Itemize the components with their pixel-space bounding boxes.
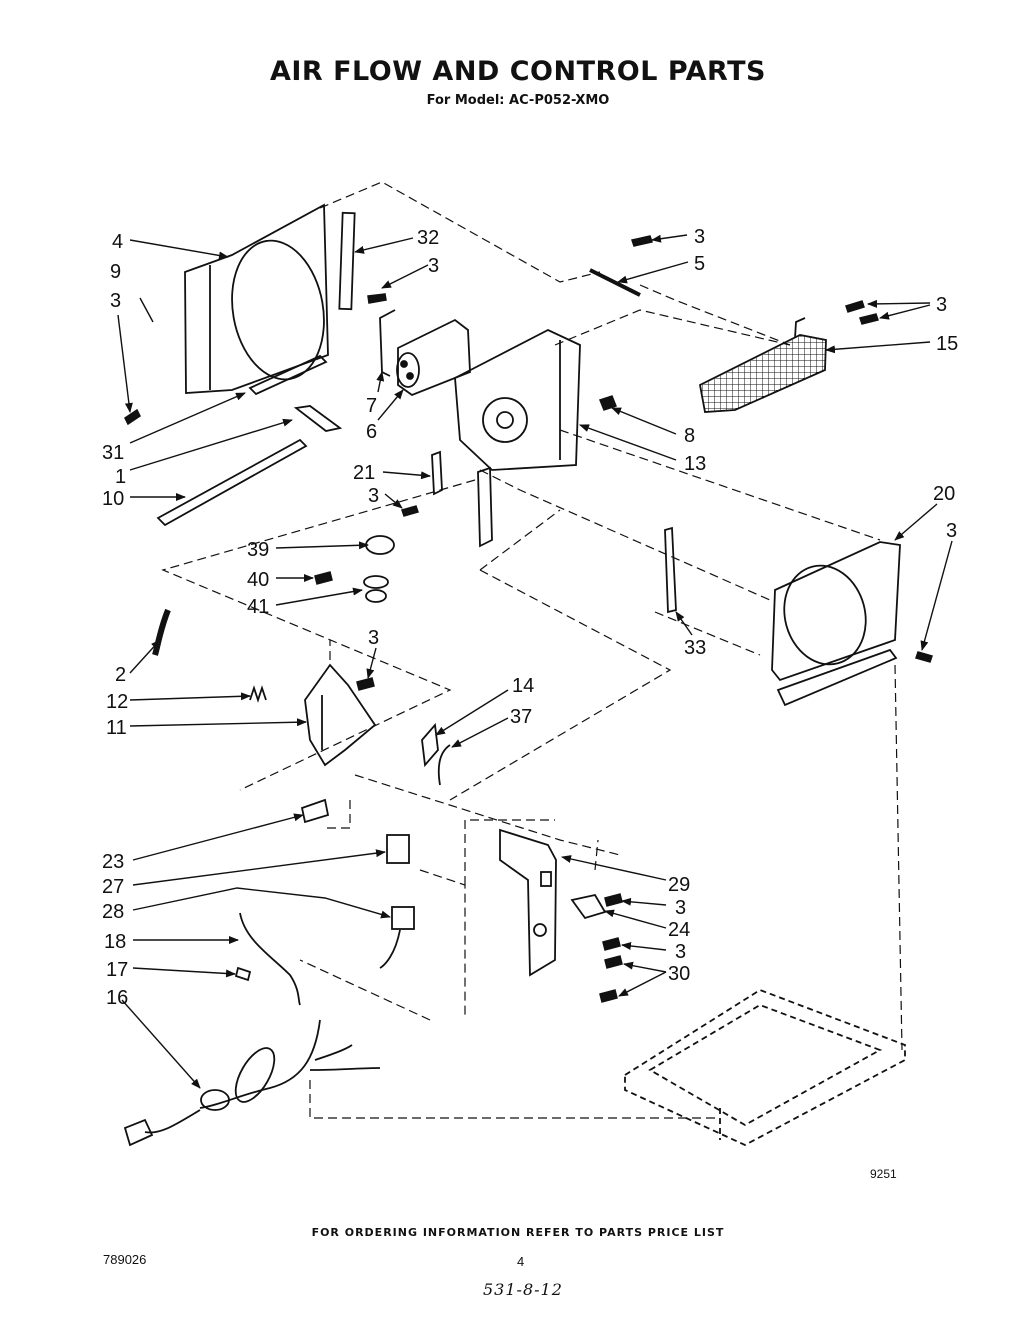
post-part — [477, 466, 493, 548]
callout-number: 3 — [675, 897, 686, 919]
model-subtitle: For Model: AC-P052-XMO — [426, 93, 610, 108]
tie-bar-part — [589, 268, 641, 297]
switch-mount-part — [421, 722, 439, 768]
callout-number: 1 — [115, 466, 126, 488]
callout-number: 13 — [684, 453, 706, 475]
dashed-assembly-lines — [161, 181, 903, 1119]
callout-number: 41 — [247, 596, 269, 618]
screw-icon — [314, 571, 333, 585]
screw-icon — [859, 313, 879, 325]
screw-icon — [845, 300, 865, 313]
callout-number: 3 — [368, 627, 379, 649]
callout-number: 33 — [684, 637, 706, 659]
callout-number: 3 — [675, 941, 686, 963]
drain-tube-part — [152, 608, 171, 656]
screw-icon — [356, 677, 375, 691]
block-part — [293, 405, 343, 432]
callout-number: 27 — [102, 876, 124, 898]
drawing-number: 9251 — [870, 1167, 897, 1181]
insulator-part — [300, 798, 330, 824]
callout-number: 2 — [115, 664, 126, 686]
callout-number: 6 — [366, 421, 377, 443]
bulkhead-part — [454, 328, 581, 471]
callout-number: 14 — [512, 675, 534, 697]
screw-icon — [602, 937, 621, 951]
callout-number: 3 — [428, 255, 439, 277]
callout-number: 32 — [417, 227, 439, 249]
clip-part — [431, 450, 443, 496]
screw-icon — [604, 955, 623, 969]
callout-number: 39 — [247, 539, 269, 561]
callout-number: 29 — [668, 874, 690, 896]
callout-number: 20 — [933, 483, 955, 505]
callout-number: 10 — [102, 488, 124, 510]
callout-number: 3 — [368, 485, 379, 507]
ground-wire-part — [239, 912, 301, 1006]
screw-icon — [367, 293, 387, 304]
control-panel-part — [499, 828, 557, 977]
callout-number: 7 — [366, 395, 377, 417]
power-cord-part — [123, 1019, 381, 1147]
ordering-note: FOR ORDERING INFORMATION REFER TO PARTS … — [311, 1226, 725, 1239]
handwritten-note: 531-8-12 — [483, 1280, 563, 1299]
spring-part — [249, 685, 267, 703]
screw-icon — [631, 235, 653, 247]
screw-fasteners — [124, 235, 933, 1003]
callout-number: 9 — [110, 261, 121, 283]
screw-icon — [915, 651, 933, 663]
callout-number: 31 — [102, 442, 124, 464]
callout-number: 28 — [102, 901, 124, 923]
callout-number: 4 — [112, 231, 123, 253]
callout-number: 8 — [684, 425, 695, 447]
callout-number: 17 — [106, 959, 128, 981]
base-pan-part — [624, 988, 906, 1147]
rear-orifice-part — [771, 541, 901, 707]
callout-number: 18 — [104, 931, 126, 953]
callout-number: 24 — [668, 919, 690, 941]
seal-strip-part — [248, 354, 328, 396]
support-bracket-part — [664, 526, 677, 614]
orifice-panel-part — [184, 203, 329, 394]
screw-icon — [599, 989, 618, 1003]
screw-icon — [401, 505, 419, 517]
page-title: AIR FLOW AND CONTROL PARTS — [269, 56, 767, 87]
callout-number: 40 — [247, 569, 269, 591]
callout-number: 11 — [106, 717, 127, 739]
terminal-block-part — [386, 834, 410, 864]
callout-number: 23 — [102, 851, 124, 873]
callout-number: 21 — [353, 462, 375, 484]
callout-number: 5 — [694, 253, 705, 275]
retainer-part — [437, 744, 451, 786]
gasket-strip-part — [338, 211, 356, 311]
control-bracket-part — [304, 663, 377, 767]
screw-icon — [124, 408, 141, 426]
thermostat-part — [379, 906, 415, 969]
part-shapes — [123, 203, 906, 1147]
page-number: 4 — [517, 1254, 525, 1269]
callout-number: 3 — [936, 294, 947, 316]
switch-part — [570, 893, 607, 920]
nut-icon — [599, 395, 617, 411]
clamp-part — [365, 535, 395, 555]
screw-icon — [604, 893, 623, 907]
long-seal-part — [156, 438, 308, 527]
grommet-part — [363, 575, 389, 603]
callout-number: 16 — [106, 987, 128, 1009]
ground-screw-part — [234, 966, 252, 982]
capacitor-bracket-part — [379, 309, 396, 377]
callout-number: 3 — [946, 520, 957, 542]
grille-part — [698, 317, 827, 413]
callout-number: 3 — [110, 290, 121, 312]
callout-number: 3 — [694, 226, 705, 248]
document-number: 789026 — [103, 1252, 147, 1267]
callout-number: 37 — [510, 706, 532, 728]
callout-number: 12 — [106, 691, 128, 713]
callout-number: 15 — [936, 333, 958, 355]
capacitor-part — [396, 318, 471, 397]
callout-number: 30 — [668, 963, 690, 985]
leader-lines — [117, 234, 953, 1089]
